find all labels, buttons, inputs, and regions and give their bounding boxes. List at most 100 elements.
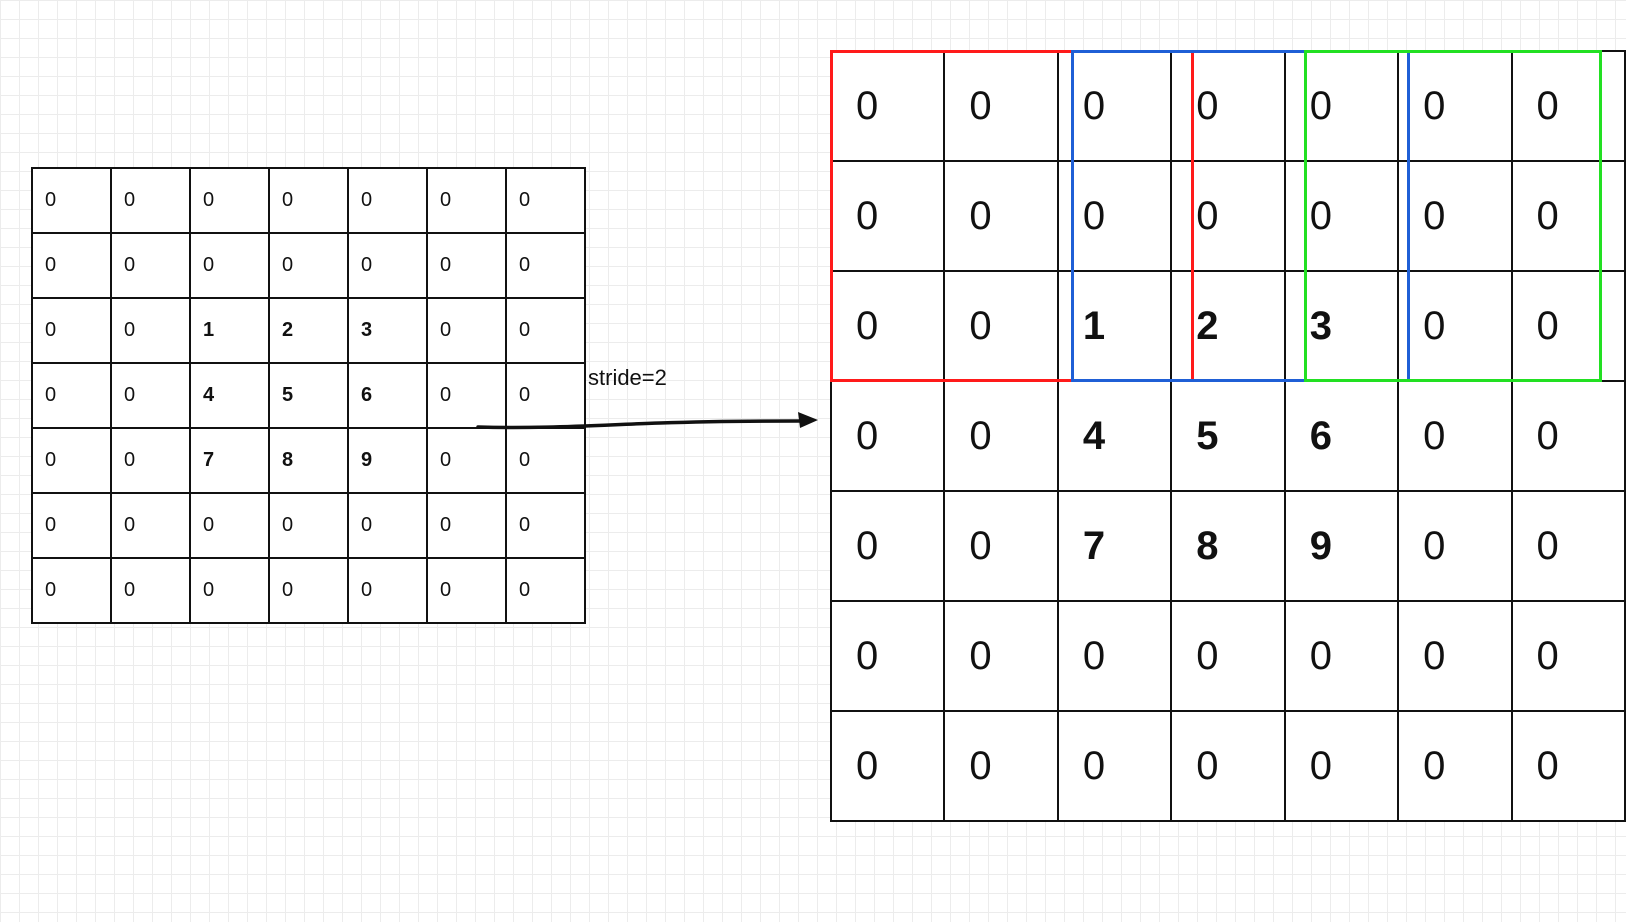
input-cell-cell: 0 <box>505 557 586 624</box>
padded-cell-cell: 0 <box>1510 50 1626 162</box>
padded-cell-cell: 0 <box>1397 270 1513 382</box>
input-cell-cell: 0 <box>505 362 586 429</box>
input-cell-cell: 0 <box>426 232 507 299</box>
input-cell-cell: 0 <box>31 167 112 234</box>
input-cell-cell: 0 <box>110 492 191 559</box>
input-cell-cell: 0 <box>189 167 270 234</box>
padded-cell-cell: 0 <box>1510 600 1626 712</box>
input-cell-cell: 0 <box>268 492 349 559</box>
input-cell-cell: 0 <box>110 167 191 234</box>
padded-cell-cell: 0 <box>1170 50 1286 162</box>
padded-cell-cell: 0 <box>943 600 1059 712</box>
input-cell-cell: 0 <box>31 297 112 364</box>
input-cell-cell: 0 <box>426 362 507 429</box>
input-cell-cell: 0 <box>347 557 428 624</box>
padded-cell-cell: 0 <box>1170 710 1286 822</box>
input-cell-cell: 0 <box>426 557 507 624</box>
input-cell-cell: 0 <box>268 232 349 299</box>
input-cell-cell: 0 <box>505 232 586 299</box>
padded-cell-cell: 0 <box>1056 710 1173 822</box>
padded-cell-cell: 0 <box>1283 600 1400 712</box>
input-cell-cell: 0 <box>347 167 428 234</box>
padded-cell-cell: 0 <box>829 490 946 602</box>
padded-cell-cell: 0 <box>829 270 946 382</box>
input-cell-cell: 0 <box>110 297 191 364</box>
padded-cell-cell: 0 <box>1397 50 1513 162</box>
input-cell-cell: 0 <box>426 427 507 494</box>
padded-cell-cell: 0 <box>829 710 946 822</box>
input-cell-cell: 0 <box>31 427 112 494</box>
padded-cell-cell: 0 <box>829 380 946 492</box>
input-cell-cell: 0 <box>110 362 191 429</box>
padded-cell-cell: 0 <box>1056 50 1173 162</box>
padded-cell-cell: 0 <box>1397 160 1513 272</box>
padded-cell-cell: 0 <box>1510 270 1626 382</box>
padded-cell-cell: 8 <box>1170 490 1286 602</box>
padded-cell-cell: 0 <box>829 160 946 272</box>
input-cell-cell: 0 <box>505 297 586 364</box>
input-cell-cell: 0 <box>189 232 270 299</box>
padded-cell-cell: 0 <box>1283 710 1400 822</box>
padded-cell-cell: 0 <box>1170 600 1286 712</box>
input-cell-cell: 6 <box>347 362 428 429</box>
input-cell-cell: 0 <box>31 492 112 559</box>
input-cell-cell: 0 <box>31 557 112 624</box>
padded-cell-cell: 0 <box>1397 490 1513 602</box>
input-cell-cell: 0 <box>505 167 586 234</box>
input-cell-cell: 0 <box>31 362 112 429</box>
padded-cell-cell: 0 <box>1056 160 1173 272</box>
input-cell-cell: 9 <box>347 427 428 494</box>
input-cell-cell: 2 <box>268 297 349 364</box>
padded-cell-cell: 4 <box>1056 380 1173 492</box>
input-cell-cell: 7 <box>189 427 270 494</box>
padded-cell-cell: 0 <box>829 600 946 712</box>
input-cell-cell: 0 <box>347 492 428 559</box>
padded-cell-cell: 5 <box>1170 380 1286 492</box>
input-cell-cell: 0 <box>268 557 349 624</box>
padded-cell-cell: 0 <box>943 380 1059 492</box>
input-cell-cell: 0 <box>189 492 270 559</box>
padded-cell-cell: 0 <box>1397 600 1513 712</box>
padded-cell-cell: 0 <box>1170 160 1286 272</box>
padded-cell-cell: 3 <box>1283 270 1400 382</box>
padded-cell-cell: 0 <box>1510 490 1626 602</box>
padded-cell-cell: 0 <box>1283 50 1400 162</box>
input-cell-cell: 0 <box>189 557 270 624</box>
arrow-head <box>798 412 818 428</box>
input-cell-cell: 0 <box>505 492 586 559</box>
padded-cell-cell: 0 <box>943 710 1059 822</box>
input-cell-cell: 0 <box>31 232 112 299</box>
padded-cell-cell: 0 <box>1510 710 1626 822</box>
input-cell-cell: 0 <box>426 492 507 559</box>
input-cell-cell: 0 <box>505 427 586 494</box>
input-cell-cell: 0 <box>110 427 191 494</box>
padded-cell-cell: 9 <box>1283 490 1400 602</box>
padded-cell-cell: 6 <box>1283 380 1400 492</box>
padded-cell-cell: 0 <box>1510 160 1626 272</box>
padded-cell-cell: 0 <box>943 50 1059 162</box>
padded-cell-cell: 2 <box>1170 270 1286 382</box>
padded-cell-cell: 0 <box>1510 380 1626 492</box>
padded-cell-cell: 0 <box>943 160 1059 272</box>
padded-cell-cell: 0 <box>943 490 1059 602</box>
input-cell-cell: 1 <box>189 297 270 364</box>
input-cell-cell: 5 <box>268 362 349 429</box>
padded-cell-cell: 0 <box>829 50 946 162</box>
padded-cell-cell: 0 <box>1397 710 1513 822</box>
input-cell-cell: 0 <box>426 297 507 364</box>
padded-cell-cell: 0 <box>1397 380 1513 492</box>
